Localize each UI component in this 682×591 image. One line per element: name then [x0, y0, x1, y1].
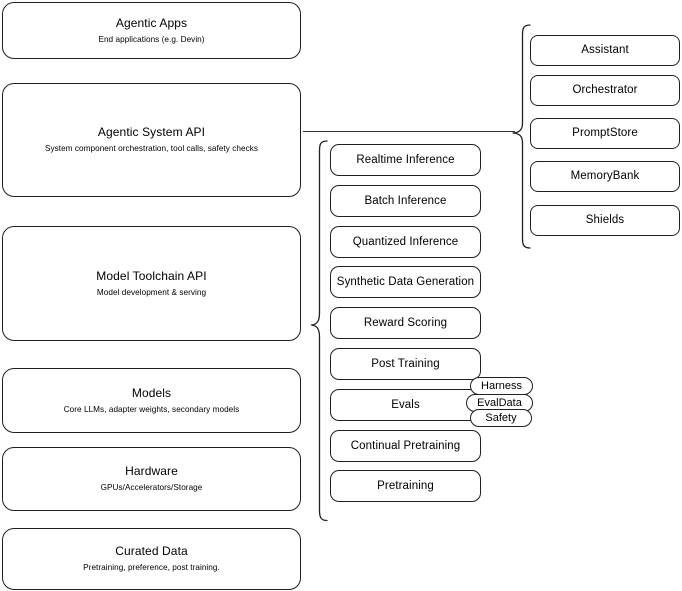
toolchain-item-reward-scoring[interactable]: Reward Scoring: [330, 307, 481, 339]
toolchain-item-continual-pretraining[interactable]: Continual Pretraining: [330, 430, 481, 462]
component-box-orchestrator[interactable]: Orchestrator: [530, 75, 680, 106]
eval-pill-label: Harness: [481, 380, 522, 392]
layer-box-hardware[interactable]: Hardware GPUs/Accelerators/Storage: [2, 447, 301, 511]
toolchain-item-evals[interactable]: Evals: [330, 389, 481, 421]
layer-subtitle: End applications (e.g. Devin): [98, 34, 205, 44]
component-label: Orchestrator: [572, 84, 638, 96]
component-box-promptstore[interactable]: PromptStore: [530, 118, 680, 149]
brace-model-toolchain: [310, 140, 328, 522]
eval-pill-label: Safety: [485, 412, 517, 424]
eval-pill-harness[interactable]: Harness: [470, 377, 533, 395]
toolchain-item-realtime-inference[interactable]: Realtime Inference: [330, 144, 481, 176]
layer-box-agentic-system-api[interactable]: Agentic System API System component orch…: [2, 83, 301, 197]
layer-subtitle: Core LLMs, adapter weights, secondary mo…: [63, 404, 240, 414]
toolchain-item-label: Evals: [391, 398, 420, 411]
component-label: PromptStore: [572, 127, 638, 139]
eval-pill-label: EvalData: [477, 397, 522, 409]
layer-subtitle: GPUs/Accelerators/Storage: [100, 483, 203, 492]
layer-title: Curated Data: [115, 544, 188, 558]
component-label: MemoryBank: [570, 170, 640, 182]
layer-box-curated-data[interactable]: Curated Data Pretraining, preference, po…: [2, 528, 301, 590]
component-label: Shields: [585, 214, 625, 226]
toolchain-item-synthetic-data-generation[interactable]: Synthetic Data Generation: [330, 266, 481, 298]
toolchain-item-label: Realtime Inference: [356, 153, 455, 166]
layer-title: Agentic System API: [97, 125, 206, 139]
layer-title: Agentic Apps: [115, 15, 188, 30]
toolchain-item-quantized-inference[interactable]: Quantized Inference: [330, 226, 481, 258]
toolchain-item-label: Synthetic Data Generation: [336, 275, 475, 288]
toolchain-item-label: Quantized Inference: [352, 235, 459, 248]
component-box-shields[interactable]: Shields: [530, 205, 680, 236]
brace-agentic-system-components: [512, 24, 531, 249]
layer-title: Hardware: [125, 464, 178, 478]
connector-line-system-api-to-components: [303, 131, 515, 133]
layer-subtitle: System component orchestration, tool cal…: [44, 144, 259, 153]
toolchain-item-label: Post Training: [371, 357, 440, 370]
toolchain-item-label: Continual Pretraining: [350, 439, 461, 452]
toolchain-item-label: Batch Inference: [364, 194, 447, 207]
layer-subtitle: Model development & serving: [96, 287, 207, 297]
toolchain-item-label: Pretraining: [377, 479, 434, 492]
component-box-memorybank[interactable]: MemoryBank: [530, 161, 680, 192]
component-box-assistant[interactable]: Assistant: [530, 35, 680, 66]
layer-box-models[interactable]: Models Core LLMs, adapter weights, secon…: [2, 368, 301, 433]
component-label: Assistant: [581, 44, 629, 56]
layer-box-agentic-apps[interactable]: Agentic Apps End applications (e.g. Devi…: [2, 2, 301, 59]
layer-title: Models: [131, 385, 172, 400]
toolchain-item-pretraining[interactable]: Pretraining: [330, 470, 481, 502]
eval-pill-safety[interactable]: Safety: [470, 409, 532, 427]
toolchain-item-batch-inference[interactable]: Batch Inference: [330, 185, 481, 217]
toolchain-item-label: Reward Scoring: [363, 316, 448, 329]
layer-subtitle: Pretraining, preference, post training.: [83, 563, 220, 572]
layer-title: Model Toolchain API: [96, 268, 207, 283]
toolchain-item-post-training[interactable]: Post Training: [330, 348, 481, 380]
layer-box-model-toolchain-api[interactable]: Model Toolchain API Model development & …: [2, 226, 301, 341]
